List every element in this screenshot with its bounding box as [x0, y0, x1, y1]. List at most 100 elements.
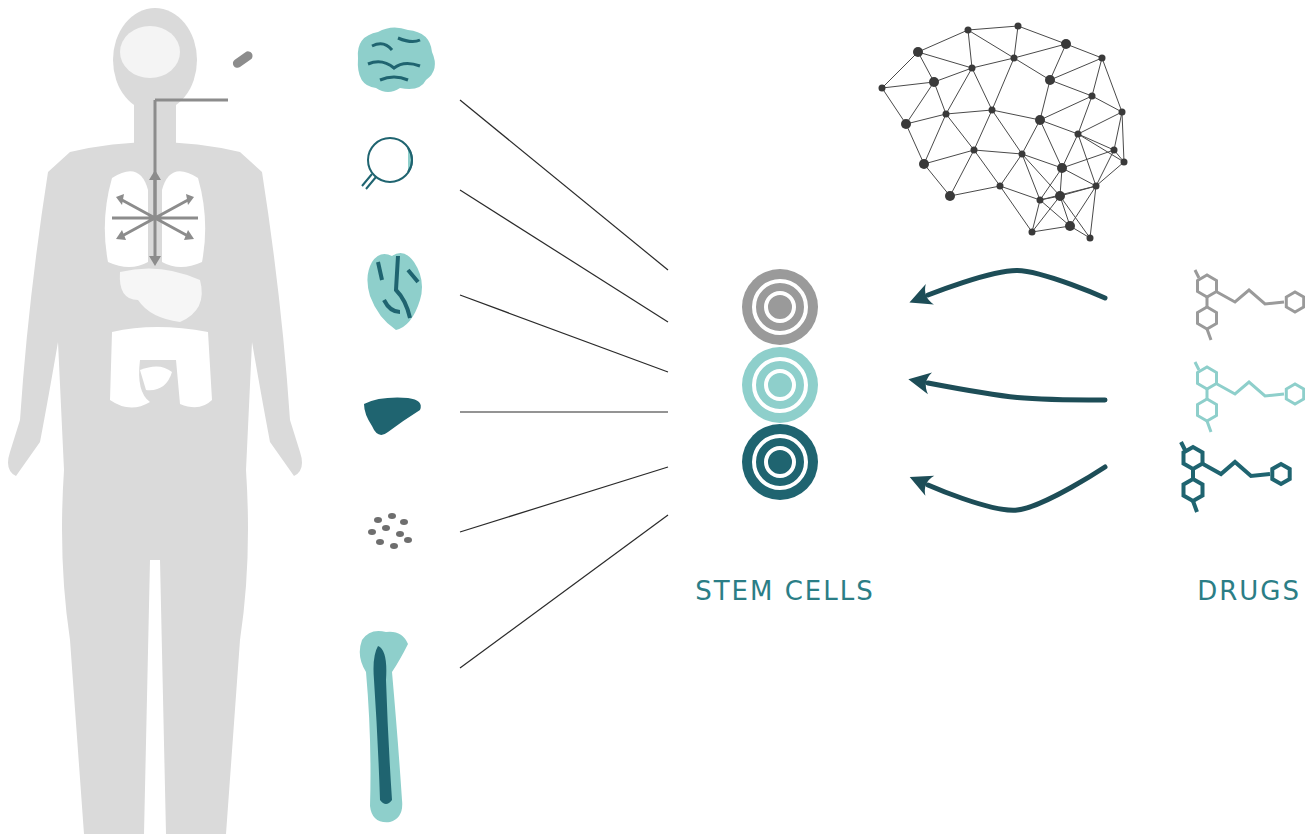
group-label: STEM CELLS	[660, 575, 910, 607]
network-dot	[997, 183, 1004, 190]
stem-cell-icons	[660, 262, 910, 575]
stem-cell	[742, 347, 818, 423]
head	[113, 8, 197, 112]
network-dot	[1075, 131, 1082, 138]
body-silhouette	[8, 142, 302, 834]
network-dot	[969, 65, 976, 72]
network-link	[1092, 58, 1102, 96]
network-link	[924, 164, 950, 196]
network-dot	[1029, 229, 1036, 236]
network-link	[1032, 196, 1060, 232]
network-link	[918, 30, 968, 52]
network-dot	[1061, 39, 1071, 49]
network-link	[1096, 162, 1124, 186]
network-link	[882, 52, 918, 88]
eye-icon	[362, 138, 412, 189]
group-label: DRUGS	[1105, 575, 1305, 607]
network-dot	[1111, 147, 1118, 154]
bone-icon	[360, 631, 408, 822]
network-link	[1078, 112, 1122, 134]
leader-line	[460, 467, 668, 532]
network-link	[1014, 44, 1066, 58]
drug-arrow	[928, 467, 1105, 510]
cell-ring	[766, 293, 794, 321]
network-link	[1050, 80, 1092, 96]
network-link	[1000, 186, 1032, 232]
cell-ring	[766, 448, 794, 476]
network-link	[1096, 150, 1114, 186]
network-link	[1060, 196, 1090, 238]
arrow-heads	[116, 170, 194, 266]
network-dot	[879, 85, 886, 92]
liver-icon	[364, 398, 421, 435]
intestine	[110, 327, 212, 408]
ring	[1198, 399, 1217, 421]
leader-line	[460, 411, 668, 412]
bond	[1195, 270, 1284, 340]
network-link	[968, 26, 1018, 30]
network-dot	[913, 47, 923, 57]
network-dot	[1055, 191, 1065, 201]
network-dot	[1037, 197, 1044, 204]
network-link	[1014, 58, 1050, 80]
arrow-head	[186, 194, 194, 205]
network-link	[974, 110, 992, 150]
network-link	[1078, 134, 1114, 150]
ring	[1286, 384, 1303, 404]
network-dot	[1087, 235, 1094, 242]
network-link	[1022, 154, 1060, 196]
network-dot	[945, 191, 955, 201]
ring	[1184, 479, 1203, 501]
network-dot	[919, 159, 929, 169]
optic-nerve	[362, 174, 376, 189]
cell	[374, 517, 382, 523]
intake-line	[155, 100, 228, 218]
arrow-shaft	[112, 176, 198, 260]
network-link	[1000, 154, 1022, 186]
network-dot	[929, 77, 939, 87]
network-link	[946, 68, 972, 114]
leader-line	[460, 190, 668, 322]
network-link	[968, 30, 972, 68]
brain-icon	[358, 27, 435, 92]
leader-line	[460, 100, 668, 270]
network-link	[1102, 58, 1122, 112]
ring	[1184, 447, 1203, 469]
heart-shape	[367, 253, 422, 330]
molecule	[1195, 270, 1304, 340]
arrow-head	[149, 256, 161, 266]
network-link	[1066, 44, 1102, 58]
network-link	[950, 150, 974, 196]
eyeball	[368, 138, 412, 182]
leader-line	[460, 515, 668, 668]
network-link	[946, 110, 992, 114]
network-link	[992, 110, 1040, 120]
molecule	[1195, 362, 1304, 432]
network-dot	[1019, 151, 1026, 158]
intestine	[140, 366, 172, 390]
network-link	[972, 68, 992, 110]
network-link	[968, 30, 1014, 58]
network-link	[946, 114, 974, 150]
arrow-head	[184, 230, 194, 240]
network-link	[992, 110, 1022, 154]
ring	[1272, 464, 1289, 484]
cell	[382, 525, 390, 531]
network-dot	[1011, 55, 1018, 62]
cell	[396, 531, 404, 537]
network-link	[1014, 26, 1018, 58]
cell	[400, 519, 408, 525]
network-link	[1000, 186, 1040, 200]
network-link	[1090, 186, 1096, 238]
cell-outer	[742, 347, 818, 423]
network-dot	[1035, 115, 1045, 125]
network-link	[924, 150, 974, 164]
network-link	[918, 52, 972, 68]
cell-ring	[754, 281, 806, 333]
cells-icon	[368, 513, 412, 549]
heart-vessels	[378, 256, 418, 318]
network-link	[1122, 112, 1124, 162]
cell	[388, 513, 396, 519]
network-dot	[1099, 55, 1106, 62]
